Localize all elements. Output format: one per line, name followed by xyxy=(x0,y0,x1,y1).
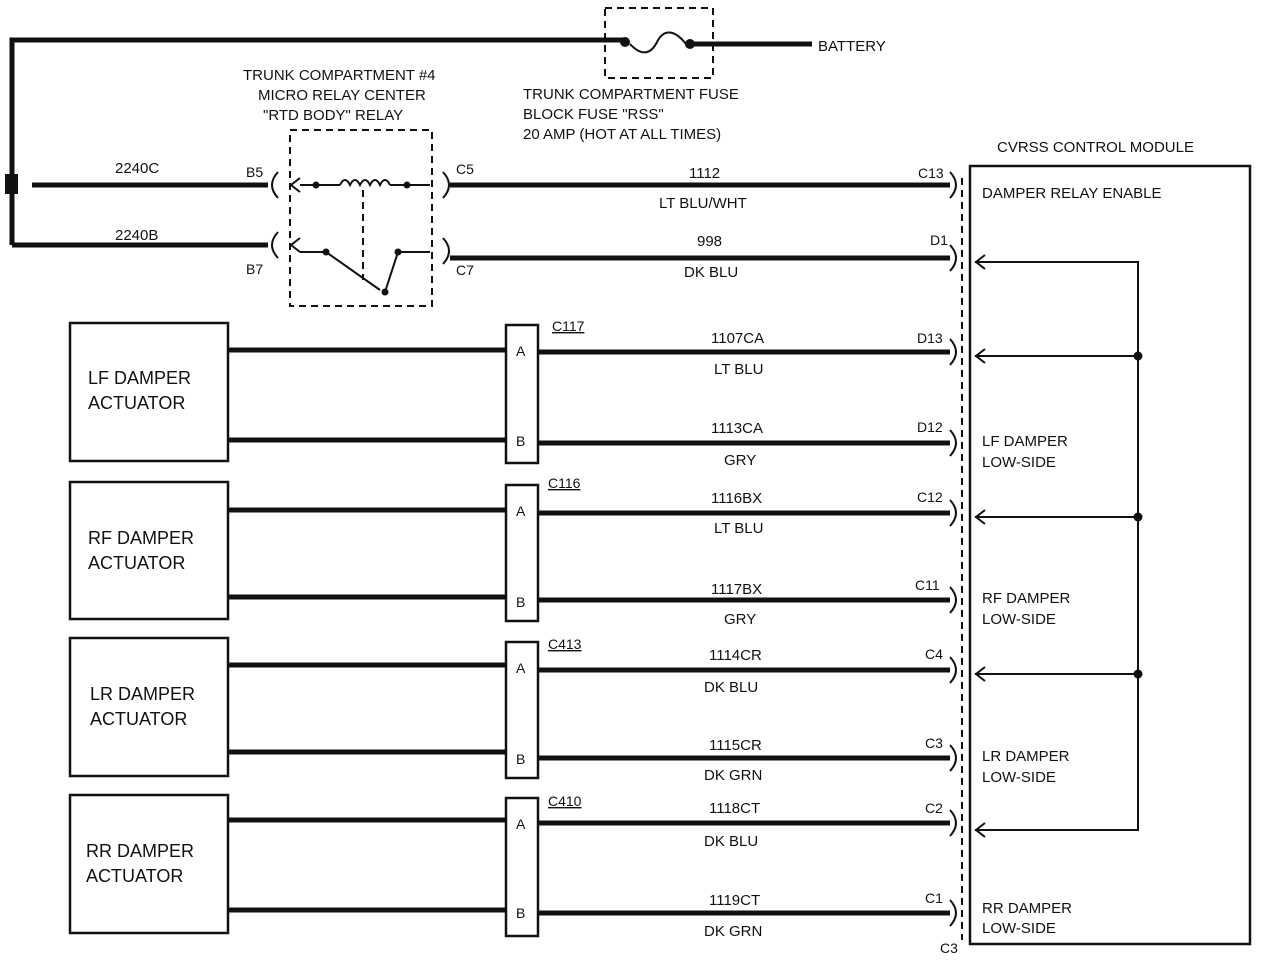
svg-text:GRY: GRY xyxy=(724,452,756,469)
svg-text:ACTUATOR: ACTUATOR xyxy=(90,709,187,729)
svg-text:DK GRN: DK GRN xyxy=(704,767,762,784)
svg-text:LOW-SIDE: LOW-SIDE xyxy=(982,920,1056,937)
connector-c3-label: C3 xyxy=(940,940,958,956)
svg-text:1119CT: 1119CT xyxy=(709,892,760,909)
svg-text:1118CT: 1118CT xyxy=(709,800,760,817)
svg-text:D1: D1 xyxy=(930,232,948,248)
damper-relay-enable-label: DAMPER RELAY ENABLE xyxy=(982,185,1162,202)
svg-text:20 AMP (HOT AT ALL TIMES): 20 AMP (HOT AT ALL TIMES) xyxy=(523,126,721,143)
svg-text:B: B xyxy=(516,594,525,610)
svg-text:D13: D13 xyxy=(917,330,943,346)
pin-b5: B5 xyxy=(246,164,263,180)
relay-label: TRUNK COMPARTMENT #4 MICRO RELAY CENTER … xyxy=(243,67,436,124)
wire-1115cr: 1115CR DK GRN C3 xyxy=(538,735,957,784)
svg-text:C1: C1 xyxy=(925,890,943,906)
svg-text:1116BX: 1116BX xyxy=(711,490,762,507)
fuse-label: TRUNK COMPARTMENT FUSE BLOCK FUSE "RSS" … xyxy=(523,86,739,143)
pin-c7: C7 xyxy=(456,262,474,278)
wire-998: 998 DK BLU D1 xyxy=(450,232,957,281)
svg-text:LF DAMPER: LF DAMPER xyxy=(982,433,1068,450)
wire-1116bx: 1116BX LT BLU C12 xyxy=(538,489,957,537)
svg-text:1113CA: 1113CA xyxy=(711,420,763,437)
svg-text:RR DAMPER: RR DAMPER xyxy=(982,900,1072,917)
svg-text:RF DAMPER: RF DAMPER xyxy=(982,590,1071,607)
pin-b7: B7 xyxy=(246,261,263,277)
svg-text:LF DAMPER: LF DAMPER xyxy=(88,368,191,388)
lr-damper-actuator: LR DAMPER ACTUATOR A B C413 xyxy=(68,636,582,780)
svg-text:DK GRN: DK GRN xyxy=(704,923,762,940)
svg-text:A: A xyxy=(516,503,526,519)
module-title: CVRSS CONTROL MODULE xyxy=(997,139,1194,156)
wire-1119ct: 1119CT DK GRN C1 xyxy=(538,890,957,940)
svg-text:ACTUATOR: ACTUATOR xyxy=(88,553,185,573)
svg-text:RF DAMPER: RF DAMPER xyxy=(88,528,194,548)
svg-text:ACTUATOR: ACTUATOR xyxy=(86,866,183,886)
svg-text:TRUNK COMPARTMENT #4: TRUNK COMPARTMENT #4 xyxy=(243,67,436,84)
connector-c410: C410 xyxy=(548,793,582,809)
svg-text:C12: C12 xyxy=(917,489,943,505)
pin-c5: C5 xyxy=(456,161,474,177)
svg-text:DK BLU: DK BLU xyxy=(704,833,758,850)
battery-feed: BATTERY xyxy=(9,7,886,185)
svg-text:"RTD BODY" RELAY: "RTD BODY" RELAY xyxy=(263,107,403,124)
battery-label: BATTERY xyxy=(818,38,886,55)
svg-text:MICRO RELAY CENTER: MICRO RELAY CENTER xyxy=(258,87,426,104)
svg-text:LT BLU: LT BLU xyxy=(714,361,763,378)
svg-text:DK BLU: DK BLU xyxy=(684,264,738,281)
svg-text:C3: C3 xyxy=(925,735,943,751)
svg-text:LOW-SIDE: LOW-SIDE xyxy=(982,769,1056,786)
wire-1114cr: 1114CR DK BLU C4 xyxy=(538,646,957,696)
wire-1117bx: 1117BX GRY C11 xyxy=(538,577,957,628)
connector-c413: C413 xyxy=(548,636,582,652)
svg-text:B: B xyxy=(516,905,525,921)
svg-text:TRUNK COMPARTMENT FUSE: TRUNK COMPARTMENT FUSE xyxy=(523,86,739,103)
svg-text:LT BLU: LT BLU xyxy=(714,520,763,537)
svg-text:ACTUATOR: ACTUATOR xyxy=(88,393,185,413)
wire-1107ca: 1107CA LT BLU D13 xyxy=(538,330,957,378)
svg-text:C4: C4 xyxy=(925,646,943,662)
svg-text:998: 998 xyxy=(697,233,722,250)
svg-text:C13: C13 xyxy=(918,165,944,181)
rtd-body-relay: B5 B7 C5 C7 xyxy=(246,129,474,307)
svg-text:1115CR: 1115CR xyxy=(709,737,762,754)
svg-text:C2: C2 xyxy=(925,800,943,816)
svg-text:LOW-SIDE: LOW-SIDE xyxy=(982,454,1056,471)
svg-text:1114CR: 1114CR xyxy=(709,647,762,664)
svg-text:LR DAMPER: LR DAMPER xyxy=(982,748,1070,765)
connector-c117: C117 xyxy=(552,318,585,334)
svg-text:LT BLU/WHT: LT BLU/WHT xyxy=(659,195,747,212)
svg-text:BLOCK FUSE "RSS": BLOCK FUSE "RSS" xyxy=(523,106,664,123)
svg-text:B: B xyxy=(516,433,525,449)
svg-text:1112: 1112 xyxy=(689,165,720,182)
svg-text:B: B xyxy=(516,751,525,767)
rf-damper-actuator: RF DAMPER ACTUATOR A B C116 xyxy=(68,475,581,623)
wire-1112: 1112 LT BLU/WHT C13 xyxy=(450,165,957,212)
svg-text:1107CA: 1107CA xyxy=(711,330,764,347)
svg-text:A: A xyxy=(516,660,526,676)
rr-damper-actuator: RR DAMPER ACTUATOR A B C410 xyxy=(68,793,582,938)
svg-text:C11: C11 xyxy=(915,577,940,593)
svg-text:RR DAMPER: RR DAMPER xyxy=(86,841,194,861)
lf-damper-actuator: LF DAMPER ACTUATOR A B C117 xyxy=(68,318,585,465)
svg-text:A: A xyxy=(516,343,526,359)
svg-text:DK BLU: DK BLU xyxy=(704,679,758,696)
svg-text:A: A xyxy=(516,816,526,832)
svg-text:GRY: GRY xyxy=(724,611,756,628)
circuit-2240c: 2240C xyxy=(115,160,159,177)
circuit-2240b: 2240B xyxy=(115,227,158,244)
connector-c116: C116 xyxy=(548,475,581,491)
wire-1118ct: 1118CT DK BLU C2 xyxy=(538,800,957,850)
svg-text:LR DAMPER: LR DAMPER xyxy=(90,684,195,704)
svg-text:LOW-SIDE: LOW-SIDE xyxy=(982,611,1056,628)
cvrss-control-module: CVRSS CONTROL MODULE DAMPER RELAY ENABLE… xyxy=(961,139,1252,946)
wire-1113ca: 1113CA GRY D12 xyxy=(538,419,957,469)
svg-text:1117BX: 1117BX xyxy=(711,581,762,598)
relay-feed-wires: 2240C 2240B xyxy=(5,160,268,248)
svg-text:D12: D12 xyxy=(917,419,943,435)
